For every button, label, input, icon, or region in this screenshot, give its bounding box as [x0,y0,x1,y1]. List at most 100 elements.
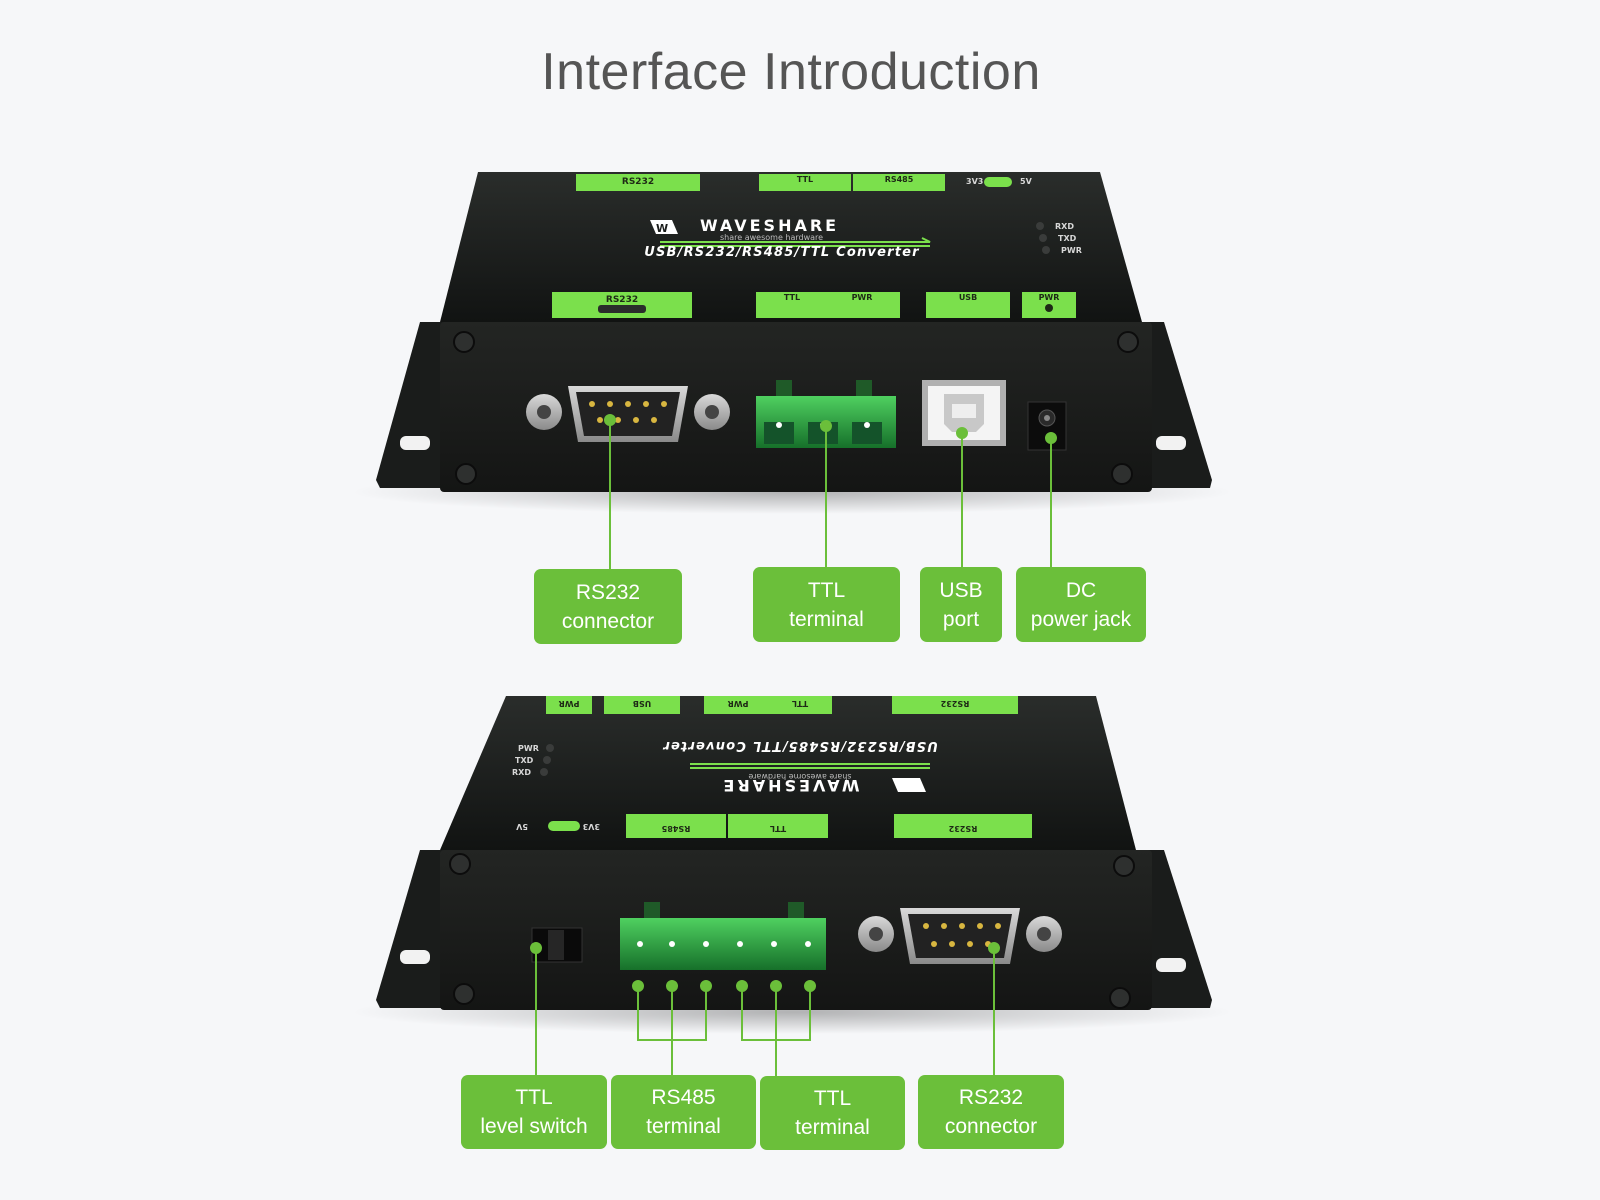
rs232-db9-connector [526,386,730,442]
screw [1117,331,1139,353]
led-txd [1039,234,1047,242]
rear-label-rs485-text: RS485 [885,175,914,184]
led-label-txd: TXD [1058,234,1077,243]
voltage-switch-indicator [984,177,1012,187]
screw [449,853,471,875]
led-label-pwr: PWR [1061,246,1082,255]
voltage-5v: 5V [515,822,528,831]
mounting-flange-right [1138,322,1212,488]
callout-ttl-terminal: TTL terminal [760,1076,905,1150]
callout-rs232-connector: RS232 connector [534,569,682,644]
callout-line: power jack [1030,607,1132,631]
callout-line: connector [561,609,655,633]
rs485-ttl-terminal-block [620,902,826,970]
device-bottom: PWR USB PWR TTL RS232 PWR TXD RXD USB/RS… [352,696,1232,1076]
callout-line: RS485 [651,1086,716,1109]
rear-label-pwr2-text: PWR [728,699,749,708]
front-label-dc-text: PWR [1039,293,1060,302]
callout-line: USB [939,578,983,602]
front-label-pwr-text: PWR [852,293,873,302]
callout-rs485-terminal: RS485 terminal [611,1075,756,1149]
mount-hole [1156,958,1186,972]
led-rxd [540,768,548,776]
brand-underline [690,763,930,769]
svg-text:W: W [656,222,668,235]
led-label-txd: TXD [515,756,534,765]
led-label-rxd: RXD [1055,222,1074,231]
mount-hole [400,436,430,450]
brand-underline [660,237,931,247]
brand-tagline: share awesome hardware [720,233,823,242]
front-label-ttl-pwr [756,292,900,318]
voltage-3v3: 3V3 [583,822,600,831]
brand-tagline: share awesome hardware [748,772,851,781]
screw [1109,987,1131,1009]
callout-line: terminal [795,1116,870,1139]
screw [1113,855,1135,877]
model-name: USB/RS232/RS485/TTL Converter [662,738,938,753]
front-label-usb [926,292,1010,318]
waveshare-logo: W [650,220,678,235]
device-top: RS232 TTL RS485 3V3 5V W WAVESHARE share… [352,172,1232,570]
callout-leaders-bottom [530,942,1000,1076]
rear-label-rs232-text: RS232 [622,177,654,187]
screw [1111,463,1133,485]
voltage-5v: 5V [1020,177,1033,186]
mounting-flange-left [376,850,448,1008]
screw [453,983,475,1005]
mounting-flange-right [1138,850,1212,1008]
callout-rs232-connector: RS232 connector [918,1075,1064,1149]
mount-hole [1156,436,1186,450]
rear-label-rs232-text: RS232 [941,699,970,708]
led-rxd [1036,222,1044,230]
dc-power-jack [1027,401,1067,451]
voltage-3v3: 3V3 [966,177,983,186]
callout-line: DC [1065,578,1097,602]
led-pwr [1042,246,1050,254]
rear-label-rs232 [892,696,1018,714]
led-pwr [546,744,554,752]
rear-label-ttl [759,174,851,191]
page-title: Interface Introduction [541,43,1041,101]
mounting-flange-left [376,322,448,488]
callout-line: terminal [789,607,864,631]
callout-line: level switch [480,1115,588,1138]
brand-name: WAVESHARE [700,216,839,235]
callout-line: RS232 [575,580,641,604]
device-top-face [440,696,1136,850]
brand-name: WAVESHARE [720,776,859,795]
rear-label-usb [604,696,680,714]
callout-leaders-top [604,414,1057,570]
rear-label-rs485 [853,174,945,191]
callout-line: RS232 [958,1086,1024,1109]
rear-label-pwr-ttl [704,696,832,714]
callout-usb-port: USB port [920,567,1002,642]
led-txd [543,756,551,764]
callout-line: TTL [515,1086,553,1109]
rear-label-ttl-text: TTL [797,175,813,184]
rear-label-rs232 [576,174,700,191]
screw [453,331,475,353]
front-label-ttl-text: TTL [784,293,800,302]
rear-label-usb-text: USB [633,699,651,708]
front-label-rs485 [626,814,726,838]
callout-ttl-terminal: TTL terminal [753,567,900,642]
led-label-pwr: PWR [518,744,539,753]
front-label-ttl [728,814,828,838]
front-label-rs232-text: RS232 [606,295,638,305]
callout-ttl-level-switch: TTL level switch [461,1075,607,1149]
front-label-rs232-text: RS232 [949,824,978,833]
callout-dc-power-jack: DC power jack [1016,567,1146,642]
callout-line: port [942,607,980,631]
front-label-rs232 [894,814,1032,838]
voltage-switch-indicator [548,821,580,831]
rear-label-ttl-text: TTL [792,699,808,708]
callout-line: terminal [646,1115,721,1138]
front-label-rs485-text: RS485 [661,824,690,833]
front-label-ttl-text: TTL [770,824,786,833]
rear-label-pwr [546,696,592,714]
waveshare-logo [892,778,926,792]
led-label-rxd: RXD [512,768,531,777]
